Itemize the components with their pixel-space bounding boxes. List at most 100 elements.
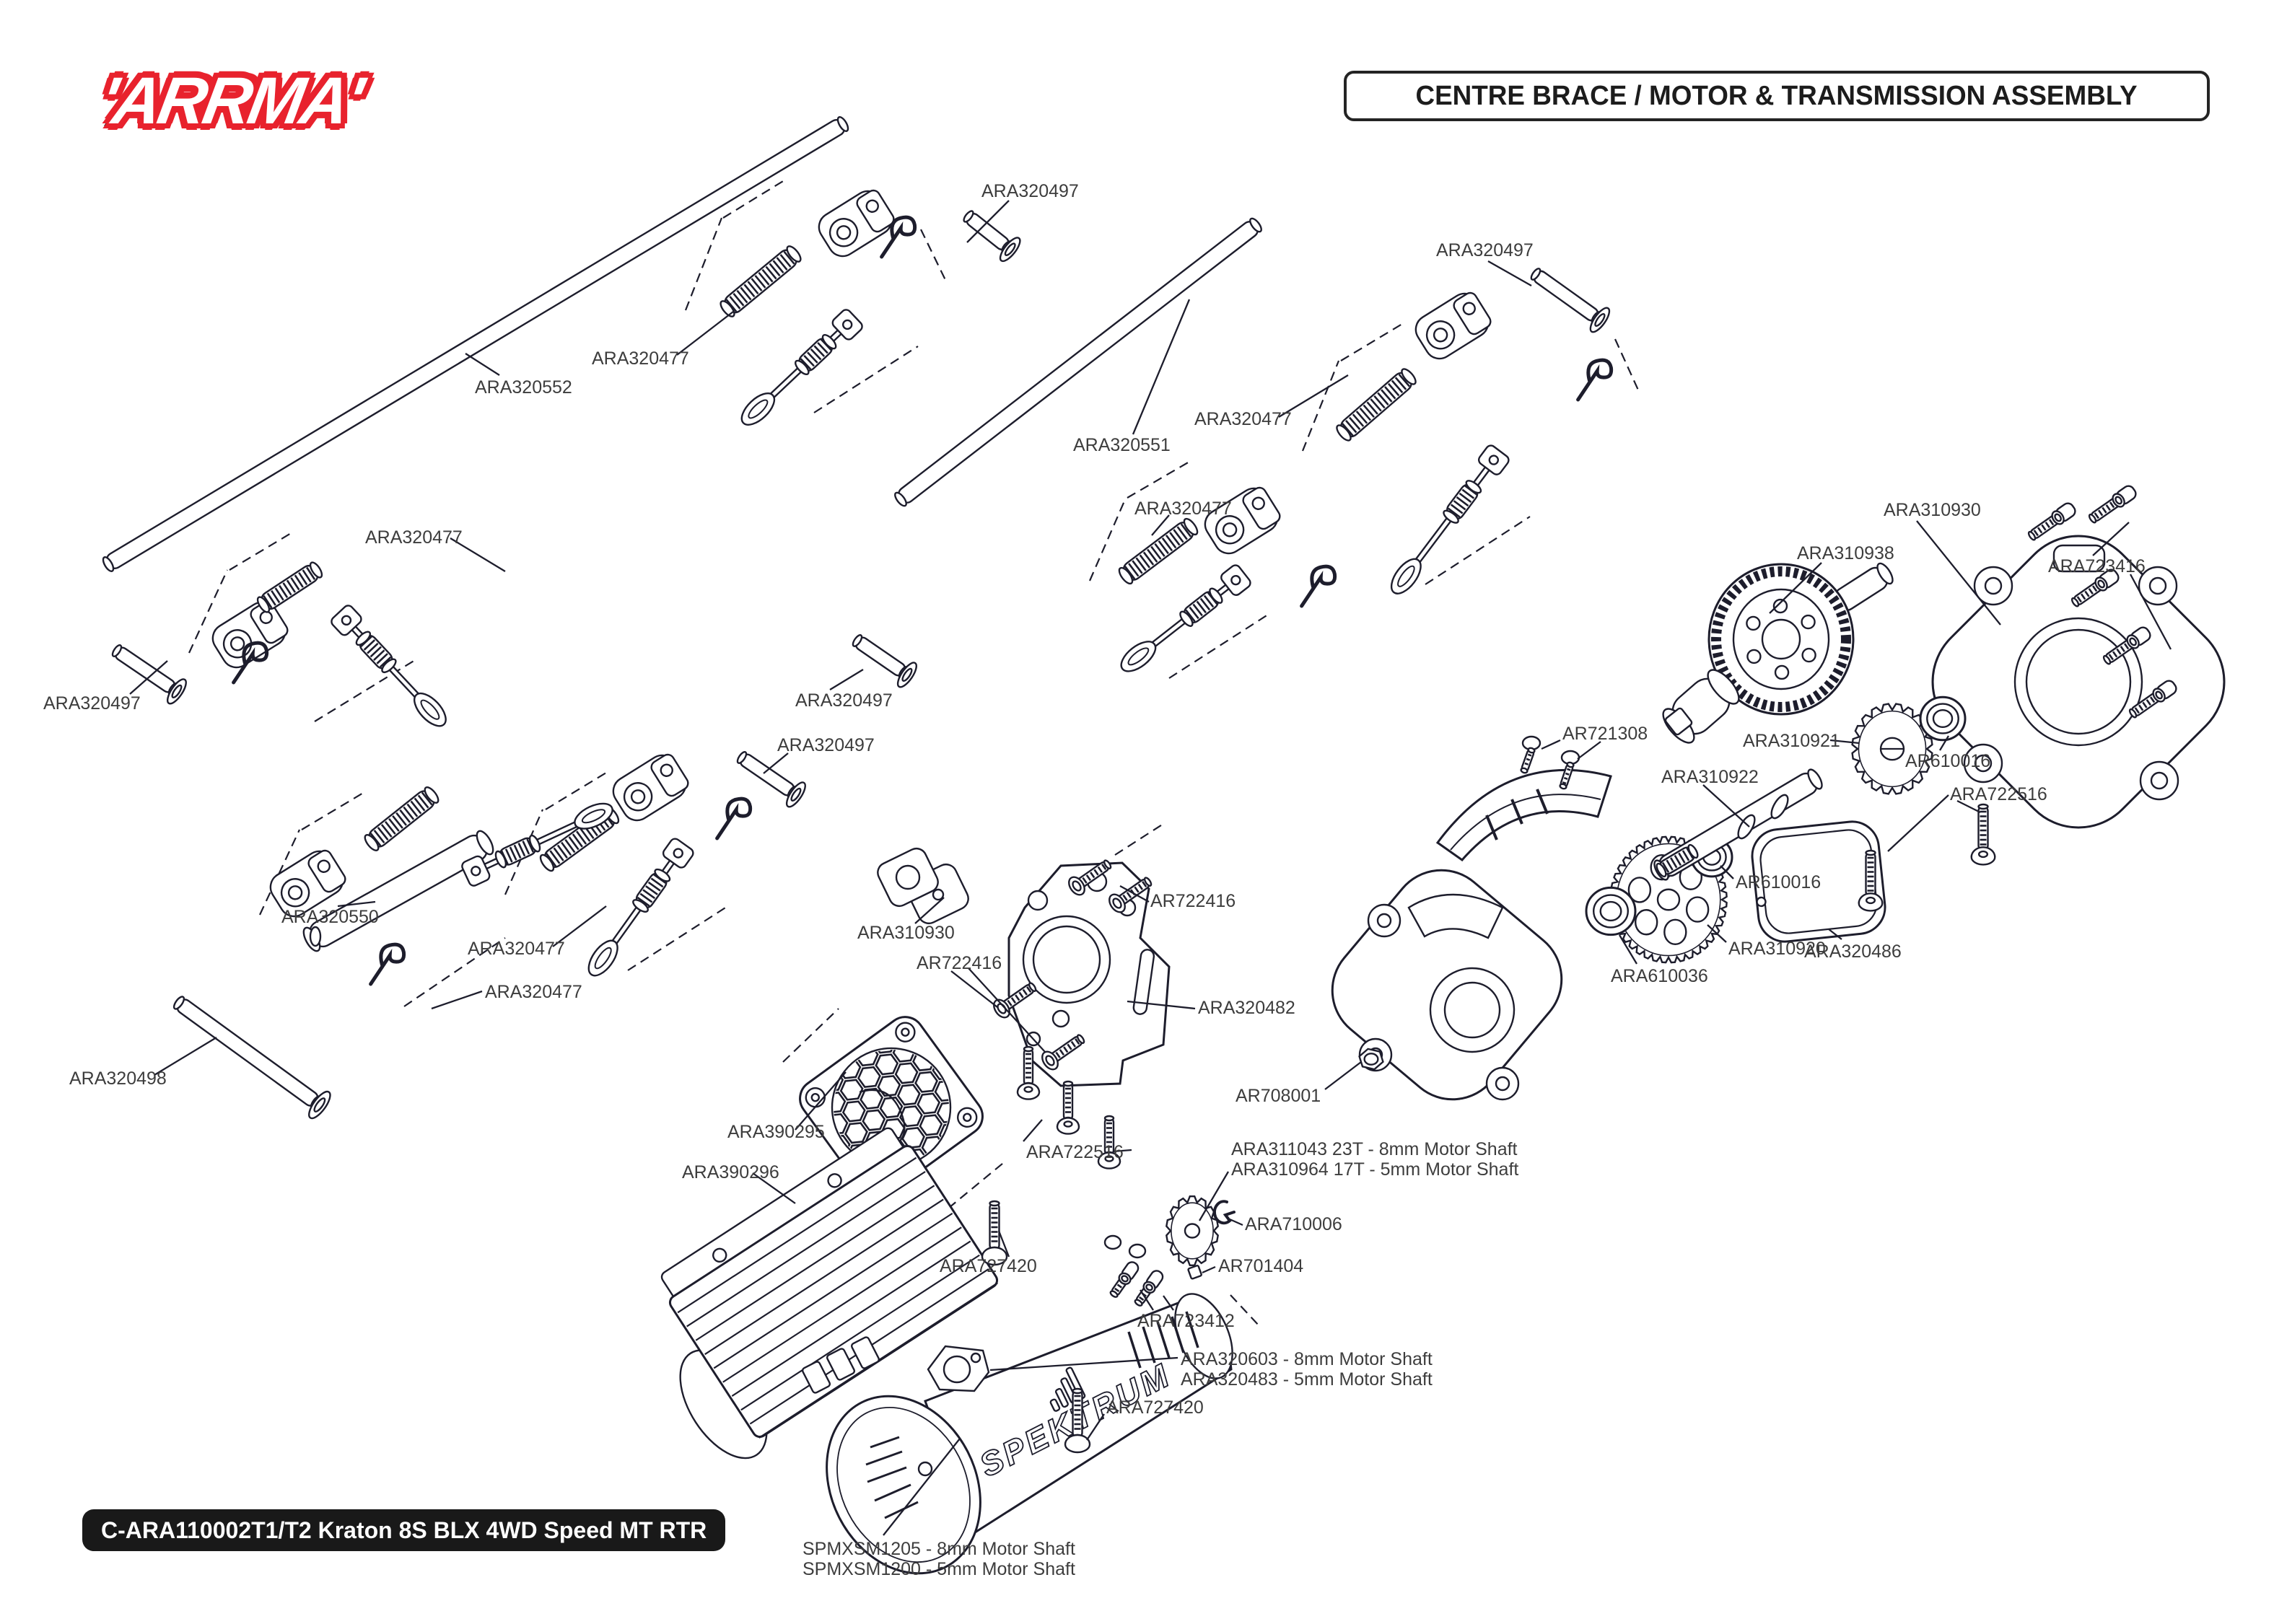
leader-line — [966, 200, 1010, 243]
leader-line — [1956, 799, 1981, 814]
hardware-group-4 — [111, 561, 447, 727]
part-label-spmxsm1200: SPMXSM1200 - 5mm Motor Shaft — [803, 1559, 1075, 1579]
leader-line — [1702, 784, 1750, 828]
leader-line — [337, 900, 376, 908]
leader-line — [1707, 924, 1727, 943]
leader-line — [1828, 929, 1842, 940]
part-label-ara320477: ARA320477 — [592, 348, 689, 369]
leader-line — [1229, 1218, 1243, 1226]
screws-ara722516-right — [1858, 803, 1996, 912]
leader-line — [1887, 794, 1949, 852]
part-label-ar701404: AR701404 — [1218, 1256, 1303, 1276]
part-label-ara310930: ARA310930 — [1884, 500, 1981, 520]
leader-line — [883, 1438, 961, 1536]
part-label-ara710006: ARA710006 — [1245, 1214, 1342, 1234]
part-label-ara610036: ARA610036 — [1611, 966, 1708, 986]
part-labels: ARA320497ARA320477ARA320552ARA320551ARA3… — [43, 181, 2172, 1579]
leader-line — [1163, 1295, 1174, 1311]
spur-cover-ara310930 — [1435, 768, 1612, 862]
part-label-ara320477: ARA320477 — [485, 982, 582, 1002]
leader-line — [2092, 522, 2130, 556]
part-label-ara723416: ARA723416 — [2048, 556, 2146, 576]
leader-line — [1829, 739, 1860, 745]
part-label-ara727420: ARA727420 — [1106, 1397, 1204, 1418]
leader-line — [1140, 1289, 1154, 1311]
model-id-text: C-ARA110002T1/T2 Kraton 8S BLX 4WD Speed… — [101, 1517, 707, 1543]
leader-line — [1151, 514, 1170, 536]
part-label-ara311043: ARA311043 23T - 8mm Motor Shaft — [1231, 1139, 1518, 1159]
arrma-logo-text: 'ARRMA' — [92, 61, 369, 140]
part-label-ar721308: AR721308 — [1562, 724, 1648, 744]
leader-line — [914, 897, 945, 924]
part-label-ar722416: AR722416 — [917, 953, 1002, 973]
heatsink-screw-ara727420-1 — [981, 1200, 1008, 1266]
leader-line — [1577, 741, 1601, 760]
part-label-ara727420: ARA727420 — [940, 1256, 1037, 1276]
part-label-ara320497: ARA320497 — [777, 735, 875, 755]
part-label-spmxsm1205: SPMXSM1205 - 8mm Motor Shaft — [803, 1539, 1075, 1559]
key-ar701404 — [1187, 1265, 1202, 1280]
leader-line — [795, 1071, 847, 1131]
part-label-ara310930: ARA310930 — [857, 923, 955, 943]
leader-line — [989, 1356, 1178, 1371]
part-label-ar610016: AR610016 — [1736, 872, 1821, 892]
leader-line — [997, 1230, 1010, 1257]
leader-line — [1023, 1119, 1043, 1142]
leader-line — [552, 905, 607, 947]
leader-line — [763, 752, 789, 774]
part-label-ara320551: ARA320551 — [1073, 435, 1171, 455]
part-label-ara320603: ARA320603 - 8mm Motor Shaft — [1181, 1349, 1433, 1369]
gearbox-housing-ara310930 — [1931, 535, 2226, 829]
leader-line — [968, 967, 1046, 1053]
differential-ara310938 — [1662, 562, 1894, 744]
hardware-group-1 — [720, 189, 1021, 426]
hardware-group-5 — [539, 634, 917, 977]
part-label-ara320477: ARA320477 — [365, 527, 463, 548]
leader-line — [1119, 885, 1150, 903]
motor-mount-plate-ara320482 — [1007, 861, 1171, 1087]
leader-line — [950, 970, 998, 1008]
cooling-fan-ara390295 — [799, 1016, 984, 1199]
centre-brace-ara320550 — [302, 830, 494, 952]
leader-line — [1199, 1171, 1229, 1221]
part-label-ara320497: ARA320497 — [981, 181, 1079, 201]
leader-line — [154, 1037, 217, 1076]
part-label-ara390296: ARA390296 — [682, 1162, 779, 1182]
part-label-ara320482: ARA320482 — [1198, 998, 1295, 1018]
driveshaft-ara320552 — [102, 116, 849, 572]
leader-line — [752, 1172, 796, 1204]
leader-line — [1916, 520, 2001, 626]
screws-ar722416 — [993, 859, 1153, 1071]
part-label-ara310964: ARA310964 17T - 5mm Motor Shaft — [1231, 1159, 1518, 1180]
part-label-ara320483: ARA320483 - 5mm Motor Shaft — [1181, 1369, 1433, 1390]
screws-ara722516-left — [1016, 1045, 1121, 1169]
screws-ar721308 — [1520, 735, 1580, 790]
driveshaft-ara320551 — [894, 217, 1262, 507]
sheet-title: CENTRE BRACE / MOTOR & TRANSMISSION ASSE… — [1415, 80, 2138, 111]
part-label-ara320497: ARA320497 — [43, 693, 141, 714]
nut-ar708001 — [1358, 1048, 1384, 1071]
part-label-ara310922: ARA310922 — [1661, 767, 1759, 787]
part-label-ara320477: ARA320477 — [1134, 499, 1232, 519]
sheet-title-box: CENTRE BRACE / MOTOR & TRANSMISSION ASSE… — [1344, 71, 2210, 121]
leader-line — [1619, 934, 1637, 965]
leader-line — [2129, 574, 2172, 650]
leader-line — [1132, 299, 1191, 435]
hardware-group-6 — [172, 786, 613, 1120]
leader-line — [1324, 1061, 1362, 1090]
model-id-plate: C-ARA110002T1/T2 Kraton 8S BLX 4WD Speed… — [82, 1509, 726, 1551]
part-label-ara320497: ARA320497 — [1436, 240, 1534, 260]
part-label-ara310921: ARA310921 — [1743, 731, 1840, 751]
part-label-ara722516: ARA722516 — [1026, 1142, 1124, 1162]
part-label-ara320477: ARA320477 — [1194, 409, 1292, 429]
bearing-ara610036 — [1585, 886, 1637, 936]
leader-line — [450, 537, 506, 572]
part-label-ara320550: ARA320550 — [281, 907, 379, 927]
hardware-group-3 — [1118, 486, 1337, 672]
gearbox-half-housing — [1331, 869, 1563, 1101]
screws-ara723412 — [1103, 1234, 1164, 1307]
motor-coupling-ara310930 — [877, 847, 969, 925]
motor-mount-ara320603 — [927, 1345, 990, 1392]
